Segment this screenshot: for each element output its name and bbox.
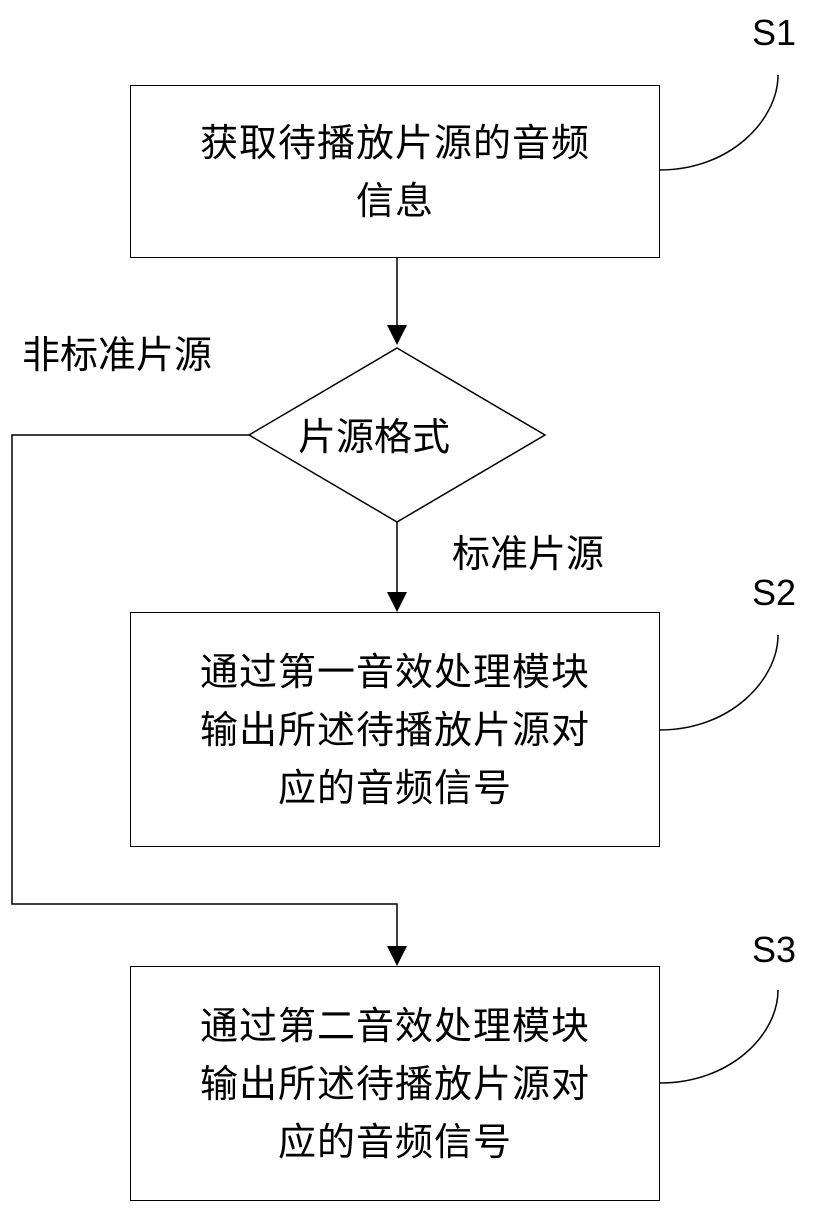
step-label-s3: S3	[752, 929, 797, 970]
s3-leader-curve	[659, 989, 779, 1084]
branch-label-standard: 标准片源	[452, 532, 605, 576]
step-text-s3: 通过第二音效处理模块 输出所述待播放片源对 应的音频信号	[199, 1003, 590, 1164]
s1-leader-curve	[659, 74, 779, 171]
branch-label-nonstandard: 非标准片源	[22, 333, 213, 377]
arrow-decision-to-s3	[11, 434, 398, 946]
step-text-s1: 获取待播放片源的音频 信息	[199, 120, 590, 223]
arrowhead-s2	[387, 592, 407, 612]
s2-leader-curve	[659, 634, 779, 731]
arrowhead-decision	[387, 325, 407, 345]
step-text-s2: 通过第一音效处理模块 输出所述待播放片源对 应的音频信号	[199, 649, 590, 810]
step-label-s1: S1	[752, 12, 797, 53]
step-box-s1: 获取待播放片源的音频 信息	[130, 85, 660, 258]
step-box-s2: 通过第一音效处理模块 输出所述待播放片源对 应的音频信号	[130, 612, 660, 847]
decision-text: 片源格式	[298, 415, 451, 459]
step-box-s3: 通过第二音效处理模块 输出所述待播放片源对 应的音频信号	[130, 966, 660, 1201]
arrowhead-s3	[387, 946, 407, 966]
step-label-s2: S2	[752, 572, 797, 613]
